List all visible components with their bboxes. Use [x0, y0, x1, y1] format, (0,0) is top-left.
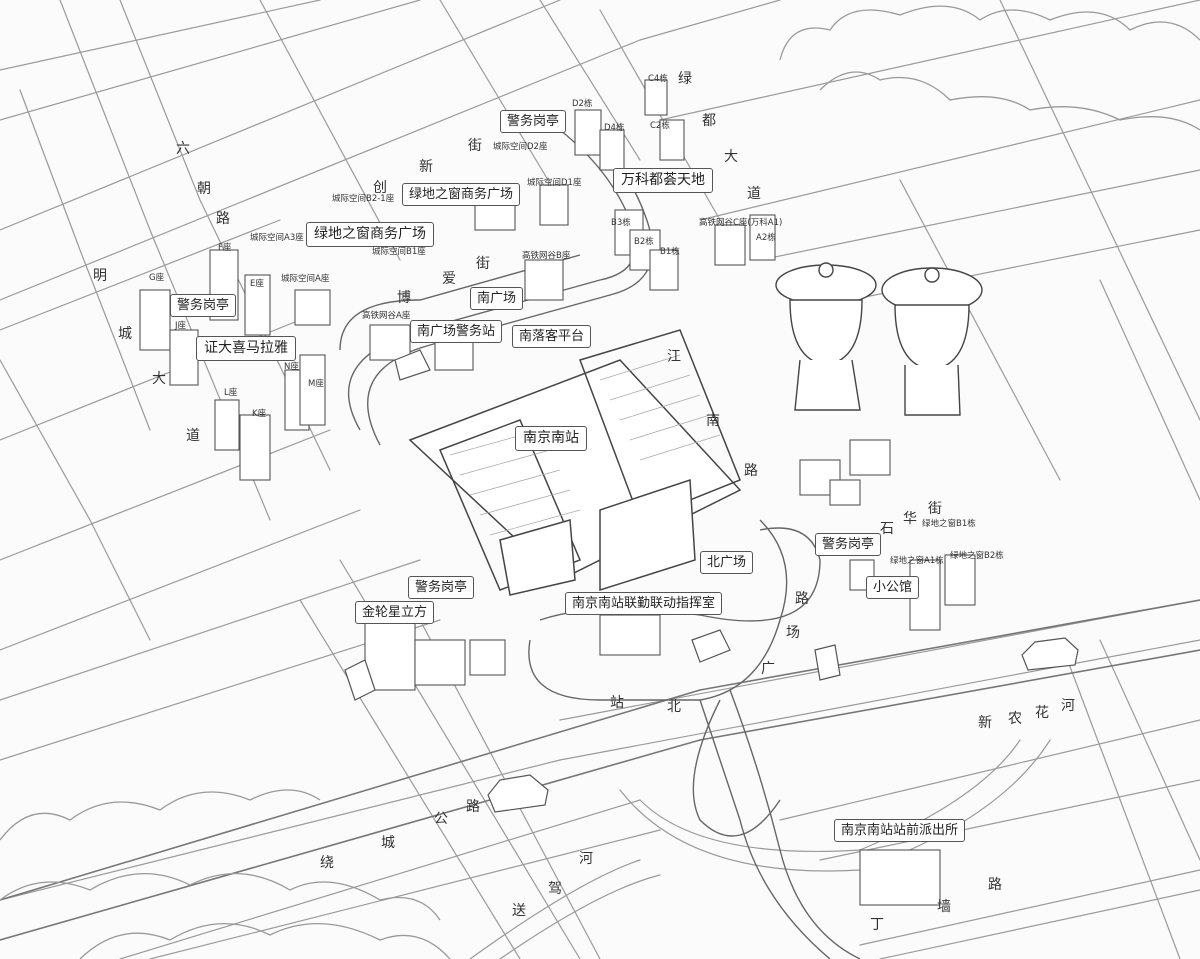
road-label-liuchao: 朝: [197, 181, 211, 197]
road-label-zhanbei: 北: [667, 699, 681, 715]
building-label: 城际空间B2-1座: [332, 194, 395, 204]
building-label: B2栋: [634, 237, 654, 247]
road-label-songjia: 河: [579, 851, 593, 867]
road-label-dingqiang: 墙: [937, 899, 951, 915]
road-label-boai: 街: [476, 256, 490, 272]
greenland-plaza-label-1: 绿地之窗商务广场: [402, 183, 521, 206]
road-label-jiangnan: 路: [744, 463, 758, 479]
building-label: C2栋: [650, 121, 670, 131]
building-label: B3栋: [611, 218, 631, 228]
road-label-songjia: 驾: [548, 881, 562, 897]
building-label: K座: [252, 409, 267, 419]
road-label-mingcheng: 大: [152, 371, 166, 387]
road-label-raocheng: 路: [466, 799, 480, 815]
building-label: C4栋: [648, 74, 668, 84]
building-label: 高铁网谷B座: [522, 251, 571, 261]
building-label: G座: [149, 273, 165, 283]
road-label-chuangxin: 街: [468, 138, 482, 154]
road-label-dingqiang: 丁: [870, 917, 884, 933]
building-label: 城际空间B1座: [372, 247, 426, 257]
road-label-chuangxin: 新: [419, 159, 433, 175]
small-office-label: 小公馆: [866, 576, 920, 599]
road-label-lvdu: 道: [747, 186, 761, 202]
road-label-boai: 爱: [442, 271, 456, 287]
building-label: E座: [250, 279, 264, 289]
police-kiosk-east: 警务岗亭: [815, 533, 882, 556]
ramps: [339, 119, 861, 959]
zhengda-label: 证大喜马拉雅: [196, 336, 296, 361]
building-label: 绿地之窗B1栋: [922, 519, 976, 529]
building-label: 城际空间A3座: [250, 233, 304, 243]
road-label-shihua: 华: [903, 511, 917, 527]
building-label: L座: [224, 388, 238, 398]
building-label: D2栋: [572, 99, 593, 109]
building-label: 绿地之窗A1栋: [890, 556, 944, 566]
building-label: 城际空间D2座: [493, 142, 548, 152]
road-label-beiguangchang: 广: [761, 661, 775, 677]
south-platform-label: 南落客平台: [512, 325, 592, 348]
police-kiosk-north: 警务岗亭: [500, 110, 567, 133]
station-hall: [408, 329, 742, 596]
police-substation-label: 南京南站站前派出所: [834, 819, 966, 842]
road-label-lvdu: 大: [724, 149, 738, 165]
south-plaza-police-label: 南广场警务站: [410, 320, 503, 343]
road-label-lvdu: 绿: [678, 71, 692, 87]
building-label: 绿地之窗B2栋: [950, 551, 1004, 561]
road-label-jiangnan: 江: [667, 349, 681, 365]
road-label-zhanbei: 站: [610, 695, 624, 711]
building-label: 城际空间A座: [281, 274, 330, 284]
road-label-mingcheng: 城: [118, 326, 132, 342]
building-label: A2栋: [756, 233, 776, 243]
road-label-raocheng: 城: [381, 835, 395, 851]
road-label-beiguangchang: 场: [786, 625, 800, 641]
road-label-shihua: 石: [880, 521, 894, 537]
police-kiosk-west: 警务岗亭: [170, 294, 237, 317]
vanke-label: 万科都荟天地: [613, 168, 713, 193]
building-sketches: [139, 79, 976, 906]
road-label-xinnonghua: 花: [1035, 705, 1049, 721]
golden-wheel-label: 金轮星立方: [355, 601, 435, 624]
vehicles: [344, 349, 1079, 813]
road-label-raocheng: 绕: [320, 855, 334, 871]
road-label-beiguangchang: 路: [795, 591, 809, 607]
north-plaza-label: 北广场: [700, 551, 754, 574]
greenland-plaza-label-2: 绿地之窗商务广场: [306, 222, 434, 247]
building-label: F座: [218, 243, 232, 253]
road-label-shihua: 街: [928, 501, 942, 517]
road-label-raocheng: 公: [434, 811, 448, 827]
road-label-dingqiang: 路: [988, 877, 1002, 893]
building-label: 高铁网谷A座: [362, 311, 411, 321]
road-label-liuchao: 路: [216, 211, 230, 227]
clouds: [0, 5, 1200, 959]
road-label-xinnonghua: 农: [1008, 711, 1022, 727]
road-label-songjia: 送: [512, 903, 526, 919]
road-label-xinnonghua: 河: [1061, 698, 1075, 714]
station-roof-grid: [449, 354, 721, 536]
nanjing-south-station-label: 南京南站: [515, 426, 587, 451]
road-label-liuchao: 六: [176, 141, 190, 157]
building-label: B1栋: [660, 247, 680, 257]
road-label-jiangnan: 南: [706, 413, 720, 429]
road-label-xinnonghua: 新: [978, 715, 992, 731]
building-label: M座: [308, 379, 324, 389]
road-label-boai: 博: [397, 290, 411, 306]
south-plaza-label: 南广场: [470, 287, 524, 310]
road-label-mingcheng: 明: [93, 268, 107, 284]
building-label: 高铁网谷C座(万科A1): [699, 218, 783, 228]
joint-command-label: 南京南站联勤联动指挥室: [565, 592, 723, 615]
building-label: 城际空间D1座: [527, 178, 582, 188]
police-kiosk-south: 警务岗亭: [408, 576, 475, 599]
building-label: J座: [175, 321, 187, 331]
building-label: N座: [284, 362, 299, 372]
road-label-chuangxin: 创: [373, 180, 387, 196]
road-label-mingcheng: 道: [186, 428, 200, 444]
police-mascots: [775, 262, 983, 416]
building-label: D4栋: [604, 123, 625, 133]
road-label-lvdu: 都: [702, 113, 716, 129]
